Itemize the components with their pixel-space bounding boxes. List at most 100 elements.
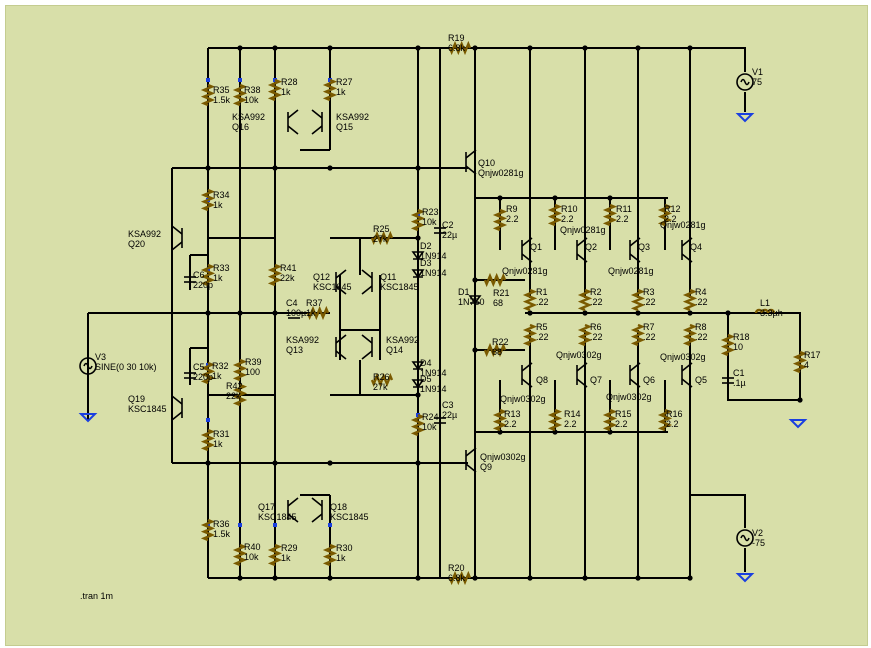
- part-label-line: 1k: [281, 87, 291, 97]
- junction-dot: [472, 347, 478, 353]
- junction-dot: [472, 575, 478, 581]
- resistor-symbol: [547, 203, 563, 227]
- capacitor-symbol: [184, 372, 196, 379]
- transistor-collector: [521, 237, 533, 247]
- junction-dot: [687, 45, 693, 51]
- transistor-emitter: [465, 463, 477, 473]
- resistor-symbol: [720, 333, 736, 357]
- part-label-line: R32: [212, 361, 229, 371]
- part-label-line: D3: [420, 258, 432, 268]
- resistor-symbol: [232, 383, 248, 407]
- part-label-c1: C1.1µ: [733, 368, 746, 388]
- capacitor-symbol: [184, 276, 196, 283]
- part-label-q8: Q8: [536, 375, 548, 385]
- transistor-symbol: [465, 447, 477, 473]
- part-label-line: D2: [420, 241, 432, 251]
- junction-dot: [272, 310, 278, 316]
- part-label-line: R8: [695, 322, 707, 332]
- part-label-line: R30: [336, 543, 353, 553]
- resistor-symbol: [200, 83, 216, 107]
- part-label-line: R11: [616, 204, 632, 214]
- part-label-line: Qnjw0281g: [660, 220, 706, 230]
- resistor-symbol: [657, 203, 673, 227]
- transistor-collector: [335, 269, 347, 279]
- transistor-collector: [629, 237, 641, 247]
- wire-end: [206, 418, 210, 422]
- part-label-line: 220p: [193, 280, 213, 290]
- part-label-line: 2.2: [561, 214, 574, 224]
- part-label-line: 68: [493, 298, 503, 308]
- source-circle: [79, 357, 97, 375]
- transistor-symbol: [521, 237, 533, 263]
- capacitor-symbol: [288, 312, 300, 319]
- part-label-qp5: Qnjw0302g: [660, 352, 706, 362]
- transistor-collector: [287, 109, 299, 119]
- part-label-line: C1: [733, 368, 745, 378]
- transistor-emitter: [629, 378, 641, 388]
- transistor-emitter: [629, 253, 641, 263]
- part-label-line: R21: [493, 288, 510, 298]
- part-label-line: KSC1845: [128, 404, 167, 414]
- capacitor-symbol: [722, 377, 734, 384]
- junction-dot: [415, 575, 421, 581]
- part-label-line: D5: [420, 374, 432, 384]
- part-label-line: Q12: [313, 272, 330, 282]
- part-label-line: KSA992: [286, 335, 319, 345]
- transistor-collector: [521, 362, 533, 372]
- capacitor-symbol: [434, 227, 446, 234]
- part-label-r4: R4.22: [695, 287, 708, 307]
- transistor-collector: [361, 334, 373, 344]
- part-label-line: R20: [448, 563, 465, 573]
- part-label-line: 1k: [306, 308, 316, 318]
- spice-directive[interactable]: .tran 1m: [80, 591, 113, 601]
- transistor-emitter: [171, 411, 183, 421]
- transistor-symbol: [576, 237, 588, 263]
- transistor-symbol: [361, 334, 373, 360]
- junction-dot: [687, 575, 693, 581]
- transistor-symbol: [361, 269, 373, 295]
- part-label-q2: Q2: [585, 242, 597, 252]
- part-label-line: 220p: [193, 372, 213, 382]
- transistor-emitter: [465, 165, 477, 175]
- part-label-line: R6: [590, 322, 602, 332]
- junction-dot: [415, 45, 421, 51]
- resistor-symbol: [200, 518, 216, 542]
- resistor-symbol: [492, 208, 508, 232]
- part-label-line: R18: [733, 332, 750, 342]
- junction-dot: [725, 310, 731, 316]
- part-label-line: C5: [193, 362, 205, 372]
- voltage-source-symbol: [79, 357, 97, 375]
- part-label-line: Qnjw0281g: [560, 225, 606, 235]
- part-label-line: 2.2: [564, 419, 577, 429]
- part-label-line: .1µ: [733, 378, 746, 388]
- part-label-line: 1N914: [420, 368, 447, 378]
- part-label-line: 1N914: [420, 251, 447, 261]
- transistor-symbol: [576, 362, 588, 388]
- part-label-line: .22: [536, 332, 549, 342]
- resistor-symbol: [322, 78, 338, 102]
- junction-dot: [527, 45, 533, 51]
- part-label-line: 3.3µh: [760, 308, 783, 318]
- part-label-line: 1.5k: [213, 95, 231, 105]
- transistor-symbol: [681, 362, 693, 388]
- part-label-line: R19: [448, 33, 465, 43]
- junction-dot: [552, 195, 558, 201]
- voltage-source-symbol: [736, 529, 754, 547]
- resistor-symbol: [448, 570, 472, 586]
- part-label-line: 1N750: [458, 297, 485, 307]
- part-label-line: R14: [564, 409, 581, 419]
- part-label-line: 27k: [373, 234, 388, 244]
- part-label-line: -75: [752, 538, 765, 548]
- part-label-line: Q16: [232, 122, 249, 132]
